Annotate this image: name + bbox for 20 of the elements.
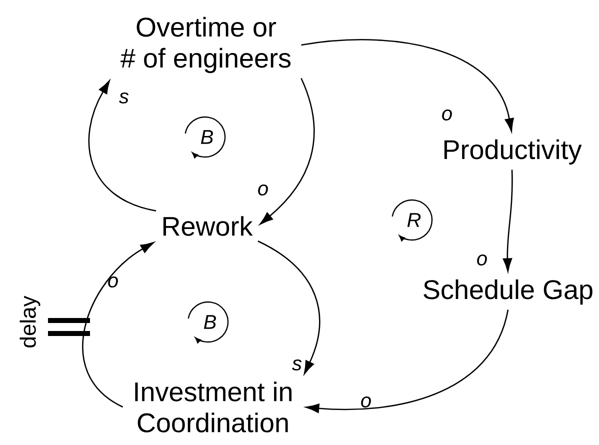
variable-label: Investment in Coordination — [135, 382, 292, 432]
arrow — [260, 78, 315, 225]
edge-label: o — [108, 276, 118, 288]
variable-label: Overtime or # of engineers — [120, 16, 291, 74]
variable-label: Productivity — [444, 139, 582, 165]
arrow — [258, 240, 320, 374]
edge-label: s — [119, 92, 129, 104]
edge-label: o — [442, 110, 452, 120]
variable-label: Rework — [163, 216, 253, 236]
edge-label: o — [477, 254, 487, 266]
arrow — [502, 170, 513, 272]
edge-label: o — [258, 184, 268, 196]
delay-label: delay — [20, 296, 40, 348]
arrow — [301, 39, 514, 132]
arrow — [306, 310, 509, 413]
arrow — [82, 242, 154, 408]
edge-label: o — [361, 396, 371, 408]
variable-label: Schedule Gap — [424, 279, 592, 305]
arrow — [88, 80, 156, 212]
edge-label: s — [292, 360, 302, 370]
